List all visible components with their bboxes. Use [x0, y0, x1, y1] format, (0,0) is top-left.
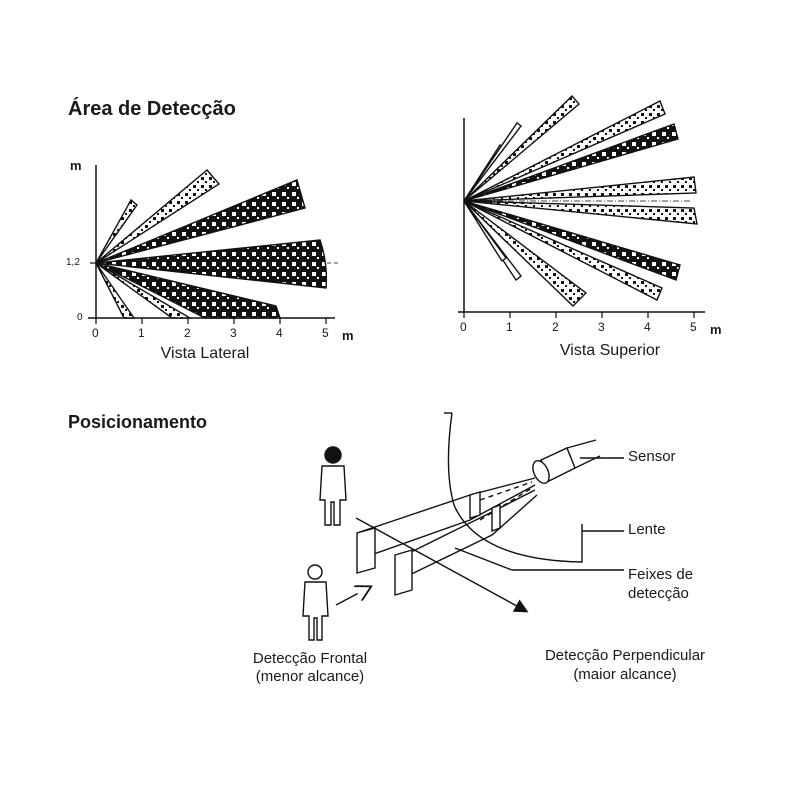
- lateral-beams: [95, 169, 328, 319]
- lateral-x-tick-4: 4: [276, 326, 283, 340]
- lateral-y-tick-1-2: 1,2: [66, 257, 80, 268]
- lens-label: Lente: [628, 521, 666, 538]
- superior-x-tick-5: 5: [690, 320, 697, 334]
- lateral-x-tick-5: 5: [322, 326, 329, 340]
- lateral-view-chart: [88, 165, 340, 324]
- perpendicular-detection-label-line2: (maior alcance): [573, 666, 677, 683]
- perpendicular-detection-label-line1: Detecção Perpendicular: [544, 647, 706, 664]
- detection-beams: [356, 477, 538, 596]
- beams-label-line1: Feixes de: [628, 566, 694, 583]
- sensor-label: Sensor: [628, 448, 676, 465]
- lateral-y-tick-0: 0: [77, 312, 83, 323]
- superior-view-caption: Vista Superior: [559, 342, 661, 359]
- lateral-x-tick-2: 2: [184, 326, 191, 340]
- lateral-x-unit: m: [342, 328, 354, 343]
- superior-x-tick-4: 4: [644, 320, 651, 334]
- lateral-x-tick-3: 3: [230, 326, 237, 340]
- superior-x-tick-1: 1: [506, 320, 513, 334]
- superior-x-unit: m: [710, 322, 722, 337]
- superior-x-tick-3: 3: [598, 320, 605, 334]
- superior-view-chart: [458, 94, 705, 318]
- positioning-illustration: [335, 412, 624, 613]
- person-perpendicular-figure: [319, 446, 347, 526]
- superior-x-tick-0: 0: [460, 320, 467, 334]
- lateral-x-tick-1: 1: [138, 326, 145, 340]
- frontal-detection-label-line1: Detecção Frontal: [252, 650, 368, 667]
- detection-area-title: Área de Detecção: [68, 98, 236, 120]
- positioning-title: Posicionamento: [68, 412, 208, 432]
- lateral-x-tick-0: 0: [92, 326, 99, 340]
- sensor-shape: [532, 439, 601, 484]
- person-frontal-figure: [302, 564, 329, 641]
- superior-beams: [463, 94, 698, 307]
- frontal-detection-label-line2: (menor alcance): [255, 668, 365, 685]
- beams-label-line2: detecção: [628, 585, 689, 602]
- superior-x-tick-2: 2: [552, 320, 559, 334]
- lateral-y-unit: m: [70, 158, 82, 173]
- lateral-view-caption: Vista Lateral: [160, 345, 250, 362]
